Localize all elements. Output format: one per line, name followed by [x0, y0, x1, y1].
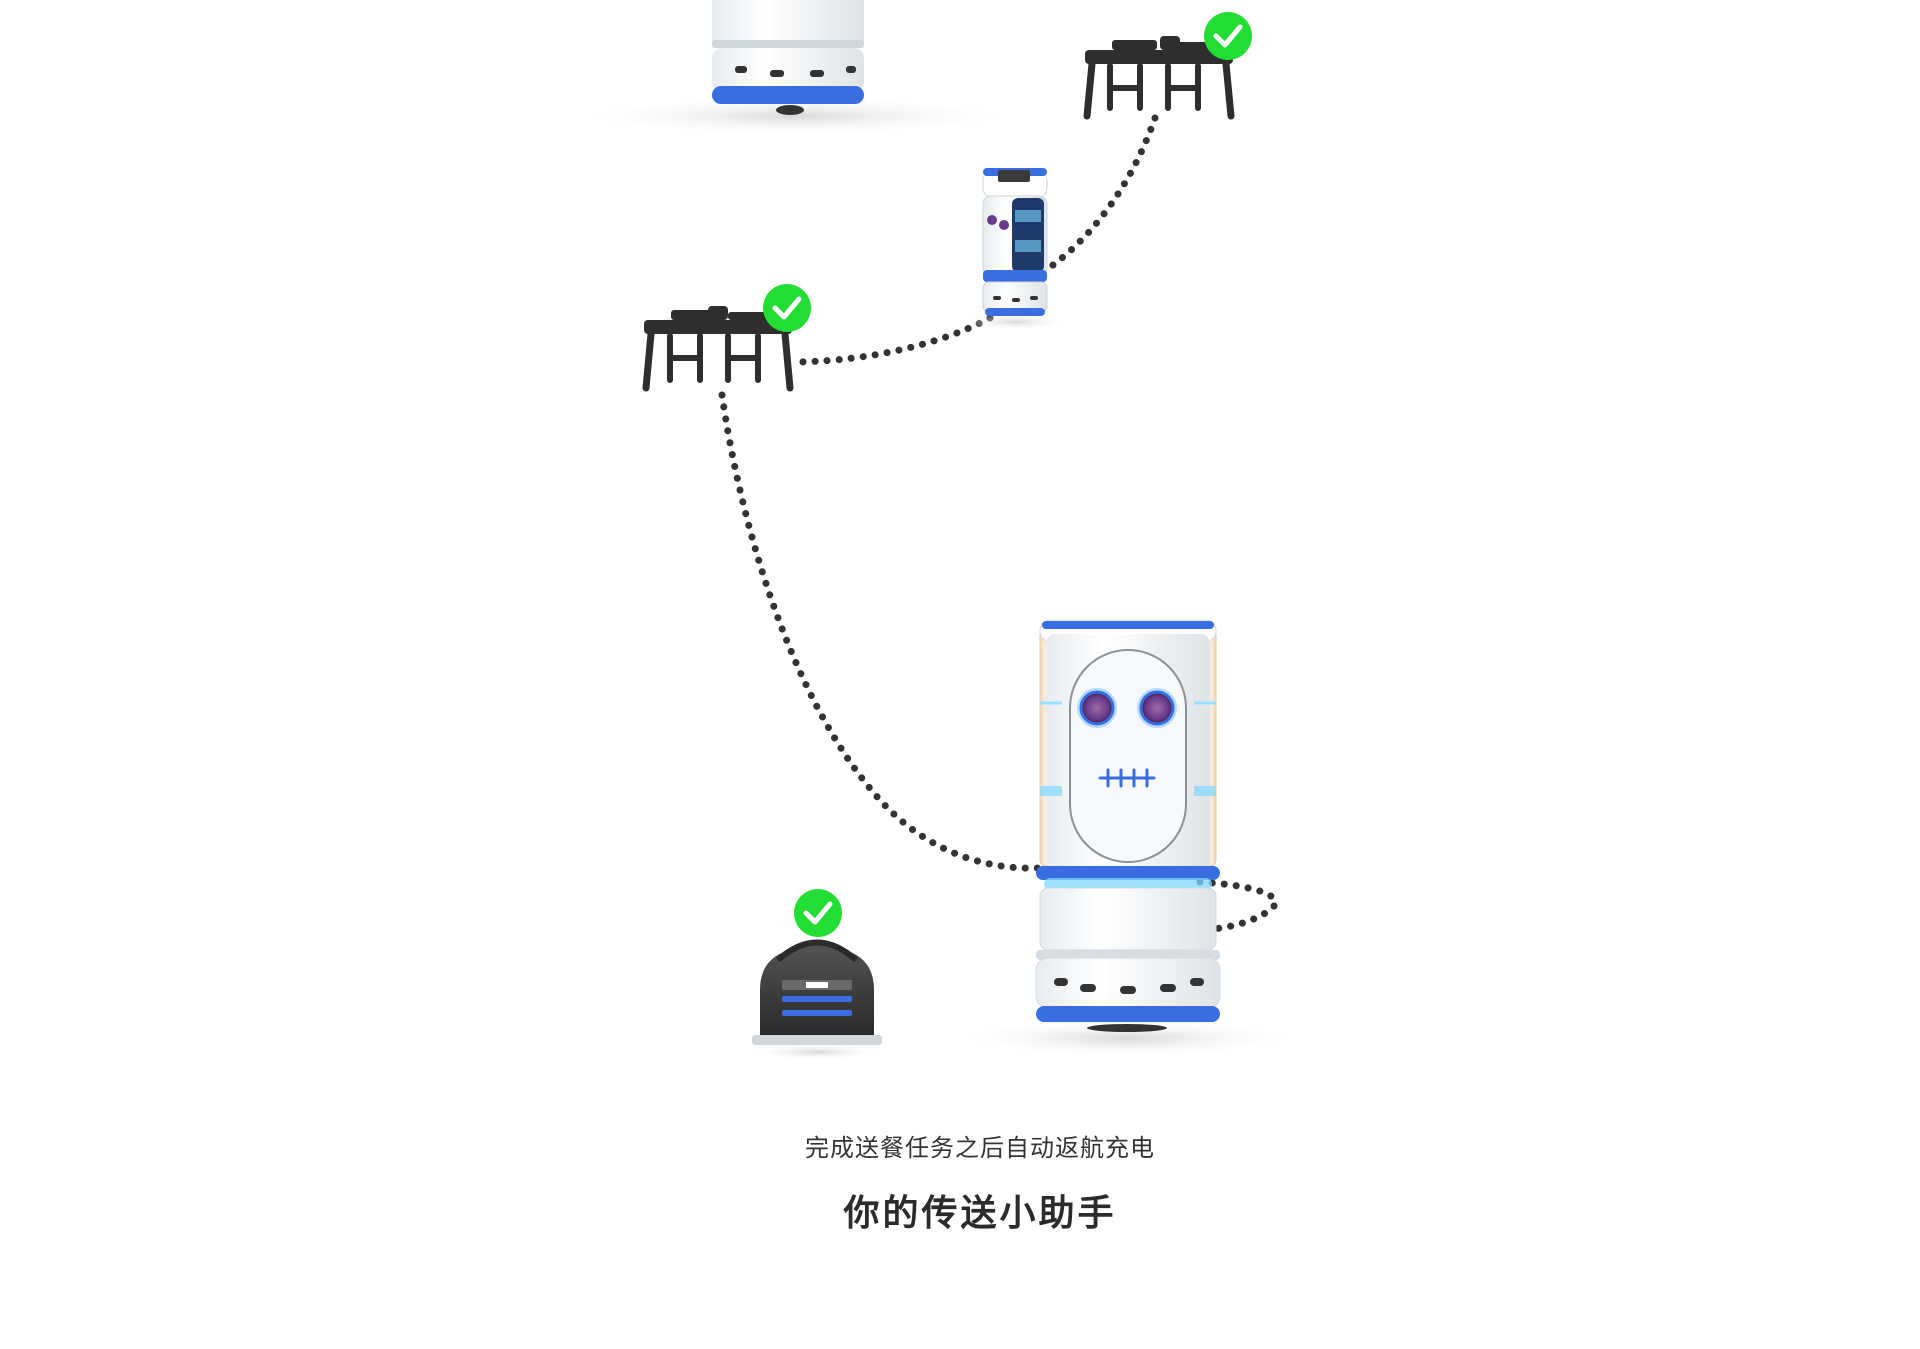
check-circle-icon [794, 889, 842, 937]
caption-title: 你的传送小助手 [843, 1193, 1117, 1234]
robot-top-partial [565, 0, 1025, 136]
charging-dock [747, 939, 887, 1060]
delivery-robot-small [960, 168, 1070, 330]
caption-subtitle: 完成送餐任务之后自动返航充电 [805, 1134, 1155, 1162]
dining-table-icon [1083, 36, 1235, 120]
check-circle-icon [763, 284, 811, 332]
robot-mouth [1098, 768, 1156, 788]
delivery-robot-main [947, 619, 1307, 1058]
check-circle-icon [1204, 12, 1252, 60]
robot-eyes [1077, 688, 1177, 728]
